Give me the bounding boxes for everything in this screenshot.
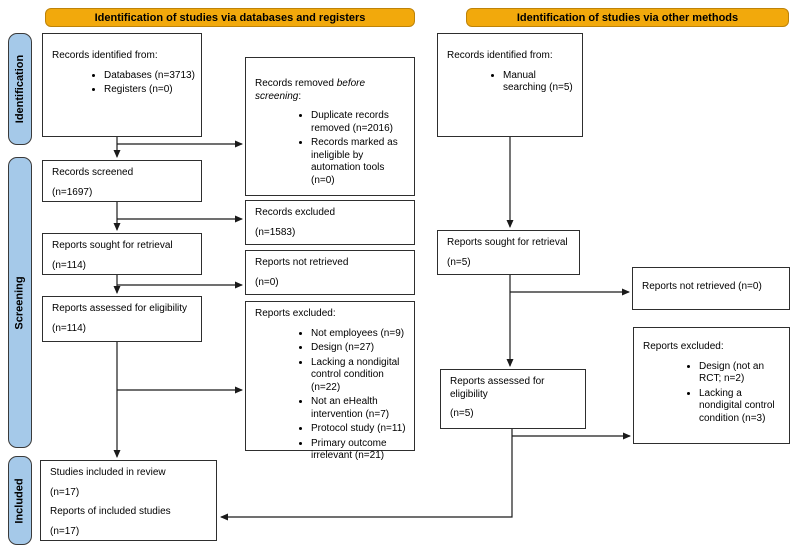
box-records-identified-databases: Records identified from: Databases (n=37… (42, 33, 202, 137)
stage-screening: Screening (8, 157, 32, 448)
box-title: Records excluded (255, 207, 336, 218)
box-reports-assessed-eligibility: Reports assessed for eligibility (n=114) (42, 296, 202, 342)
box-count: (n=114) (52, 259, 87, 271)
box-reports-excluded: Reports excluded: Not employees (n=9) De… (245, 301, 415, 461)
box-title: Records identified from: (447, 50, 553, 61)
box-count: (n=1583) (255, 226, 296, 238)
box-reports-sought-retrieval: Reports sought for retrieval (n=114) (42, 233, 202, 275)
box-count: (n=5) (450, 408, 474, 419)
box-count: (n=0) (255, 276, 279, 288)
box-title: Reports assessed for eligibility (450, 376, 545, 400)
box-title: Reports not retrieved (n=0) (642, 281, 762, 292)
bullet-list: Databases (n=3713) Registers (n=0) (52, 70, 197, 97)
box-records-identified-other-methods: Records identified from: Manual searchin… (437, 33, 583, 137)
bullet-item: Design (not an RCT; n=2) (699, 361, 785, 386)
box-reports-excluded-other: Reports excluded: Design (not an RCT; n=… (633, 327, 790, 444)
box-title: Reports sought for retrieval (52, 240, 173, 251)
bullet-item: Design (n=27) (311, 342, 410, 355)
box-line: Studies included in review (50, 467, 166, 478)
stage-included: Included (8, 456, 32, 545)
bullet-item: Registers (n=0) (104, 84, 197, 97)
box-title: Records screened (52, 167, 134, 178)
box-studies-included: Studies included in review (n=17) Report… (40, 460, 217, 541)
bullet-list: Design (not an RCT; n=2) Lacking a nondi… (643, 361, 785, 426)
bullet-item: Duplicate records removed (n=2016) (311, 110, 410, 135)
stage-identification: Identification (8, 33, 32, 145)
box-title: Reports sought for retrieval (447, 237, 568, 248)
bullet-item: Not an eHealth intervention (n=7) (311, 396, 410, 421)
bullet-item: Databases (n=3713) (104, 70, 197, 83)
box-reports-sought-retrieval-other: Reports sought for retrieval (n=5) (437, 230, 580, 275)
stage-identification-label: Identification (14, 54, 27, 124)
header-databases-registers: Identification of studies via databases … (45, 8, 415, 27)
bullet-item: Not employees (n=9) (311, 328, 410, 341)
bullet-item: Lacking a nondigital control condition (… (699, 388, 785, 426)
box-reports-not-retrieved-other: Reports not retrieved (n=0) (632, 267, 790, 310)
box-count: (n=17) (50, 525, 80, 537)
bullet-list: Not employees (n=9) Design (n=27) Lackin… (255, 328, 410, 463)
box-title: Reports assessed for eligibility (52, 303, 188, 314)
bullet-item: Primary outcome irrelevant (n=21) (311, 438, 410, 463)
box-count: (n=5) (447, 256, 471, 268)
box-records-removed-before-screening: Records removed before screening: Duplic… (245, 57, 415, 196)
stage-included-label: Included (14, 477, 27, 524)
bullet-item: Records marked as ineligible by automati… (311, 137, 410, 187)
box-count: (n=114) (52, 322, 87, 334)
box-reports-not-retrieved: Reports not retrieved (n=0) (245, 250, 415, 295)
box-line: Reports of included studies (50, 506, 171, 517)
header-databases-registers-label: Identification of studies via databases … (94, 11, 366, 24)
bullet-item: Lacking a nondigital control condition (… (311, 357, 410, 395)
bullet-list: Duplicate records removed (n=2016) Recor… (255, 110, 410, 187)
stage-screening-label: Screening (14, 275, 26, 330)
bullet-item: Protocol study (n=11) (311, 423, 410, 436)
bullet-item: Manual searching (n=5) (503, 70, 578, 95)
box-records-excluded: Records excluded (n=1583) (245, 200, 415, 245)
box-records-screened: Records screened (n=1697) (42, 160, 202, 202)
box-title: Records removed before screening: (255, 78, 366, 102)
box-title: Records identified from: (52, 50, 158, 61)
box-title: Reports not retrieved (255, 257, 349, 268)
header-other-methods: Identification of studies via other meth… (466, 8, 789, 27)
bullet-list: Manual searching (n=5) (447, 70, 578, 95)
box-title: Reports excluded: (255, 308, 336, 319)
box-title: Reports excluded: (643, 341, 724, 352)
box-reports-assessed-eligibility-other: Reports assessed for eligibility (n=5) (440, 369, 586, 429)
header-other-methods-label: Identification of studies via other meth… (516, 11, 739, 24)
box-count: (n=17) (50, 486, 80, 498)
box-count: (n=1697) (52, 186, 93, 198)
